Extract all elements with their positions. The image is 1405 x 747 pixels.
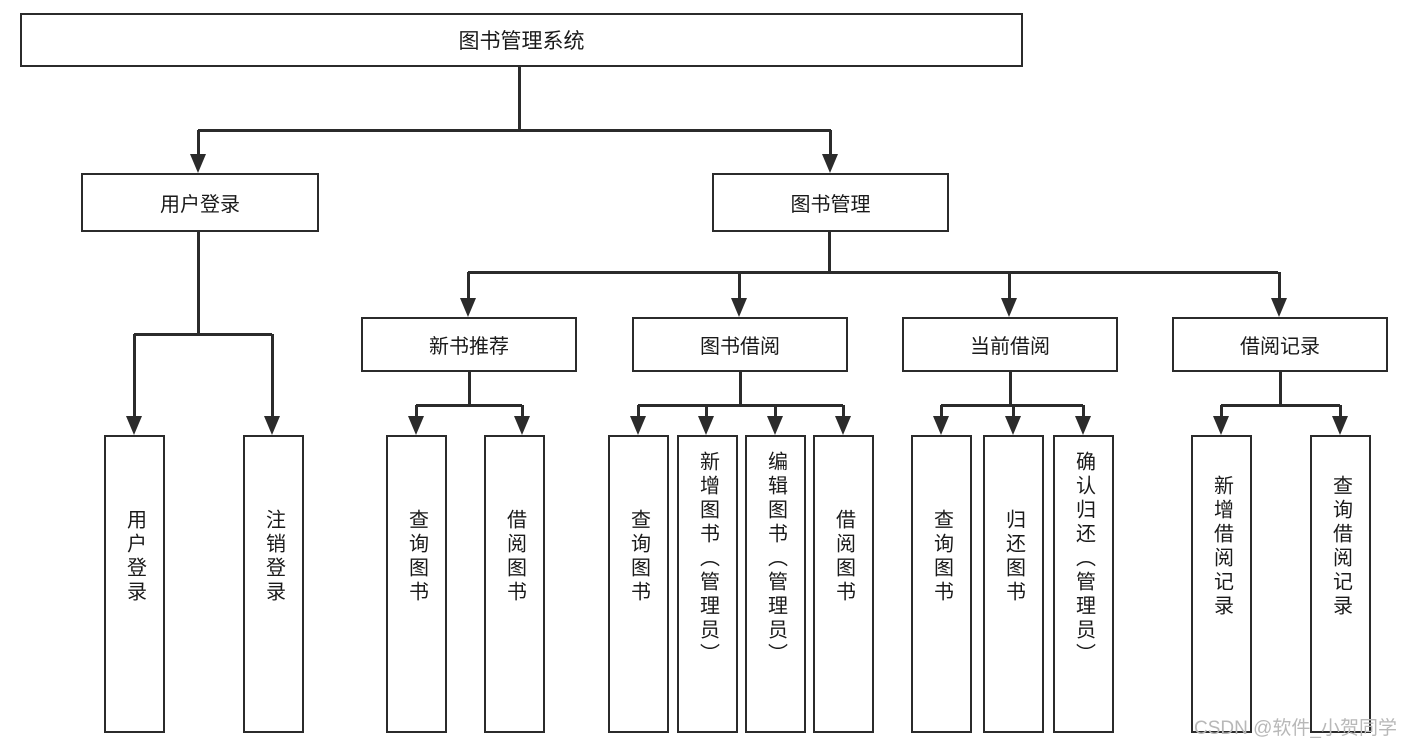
root-node: 图书管理系统 [20,13,1023,67]
leaf-node-2: 查询图书 [386,435,447,733]
root-to-level2-0-arrowhead [190,154,206,173]
level3-0-to-leaf-1-shaft [521,405,524,416]
manage-bus [468,271,1278,274]
level3-node-2: 当前借阅 [902,317,1118,372]
node-label: 注销登录 [262,509,285,605]
level3-bus-0 [416,404,522,407]
level3-2-to-leaf-1-shaft [1012,405,1015,416]
level2-node-0: 用户登录 [81,173,319,232]
level3-1-to-leaf-0-shaft [637,405,640,416]
level3-0-to-leaf-0-arrowhead [408,416,424,435]
manage-to-level3-0-arrowhead [460,298,476,317]
node-label: 编辑图书（管理员） [764,451,787,667]
node-label: 用户登录 [160,194,240,216]
node-label: 新增图书（管理员） [696,451,719,667]
node-label: 新增借阅记录 [1210,475,1233,619]
login-bus [134,333,272,336]
login-stem [197,232,200,334]
level3-stem-3 [1279,372,1282,405]
root-to-level2-0-shaft [197,130,200,154]
manage-to-level3-2-shaft [1008,272,1011,298]
level3-2-to-leaf-1-arrowhead [1005,416,1021,435]
manage-to-level3-2-arrowhead [1001,298,1017,317]
node-label: 图书管理 [790,194,871,216]
level3-stem-0 [468,372,471,405]
level3-1-to-leaf-3-shaft [842,405,845,416]
root-bus [198,129,831,132]
node-label: 查询借阅记录 [1329,475,1352,619]
level3-node-3: 借阅记录 [1172,317,1388,372]
level3-1-to-leaf-2-arrowhead [767,416,783,435]
leaf-node-7: 借阅图书 [813,435,874,733]
level3-node-1: 图书借阅 [632,317,848,372]
root-to-level2-1-arrowhead [822,154,838,173]
leaf-node-12: 查询借阅记录 [1310,435,1371,733]
leaf-node-10: 确认归还（管理员） [1053,435,1114,733]
level3-bus-1 [638,404,843,407]
level3-1-to-leaf-1-arrowhead [698,416,714,435]
manage-to-level3-1-arrowhead [731,298,747,317]
level3-3-to-leaf-0-shaft [1220,405,1223,416]
level3-2-to-leaf-2-shaft [1082,405,1085,416]
watermark: CSDN @软件_小贺同学 [1194,718,1397,739]
leaf-node-1: 注销登录 [243,435,304,733]
leaf-node-0: 用户登录 [104,435,165,733]
level3-2-to-leaf-0-arrowhead [933,416,949,435]
level3-3-to-leaf-1-arrowhead [1332,416,1348,435]
node-label: 图书借阅 [700,336,780,358]
leaf-node-5: 新增图书（管理员） [677,435,738,733]
login-to-leaf-1-arrowhead [264,416,280,435]
login-to-leaf-0-arrowhead [126,416,142,435]
node-label: 借阅图书 [503,509,526,605]
node-label: 借阅记录 [1240,336,1320,358]
node-label: 归还图书 [1002,509,1025,605]
manage-to-level3-3-arrowhead [1271,298,1287,317]
level3-0-to-leaf-1-arrowhead [514,416,530,435]
level3-2-to-leaf-2-arrowhead [1075,416,1091,435]
node-label: 用户登录 [123,509,146,605]
login-to-leaf-0-shaft [133,334,136,416]
leaf-node-6: 编辑图书（管理员） [745,435,806,733]
node-label: 借阅图书 [832,509,855,605]
level3-1-to-leaf-3-arrowhead [835,416,851,435]
level2-node-1: 图书管理 [712,173,949,232]
level3-3-to-leaf-0-arrowhead [1213,416,1229,435]
node-label: 新书推荐 [429,336,509,358]
leaf-node-9: 归还图书 [983,435,1044,733]
manage-to-level3-0-shaft [467,272,470,298]
node-label: 查询图书 [930,509,953,605]
manage-stem [828,232,831,272]
leaf-node-4: 查询图书 [608,435,669,733]
node-label: 查询图书 [405,509,428,605]
level3-0-to-leaf-0-shaft [415,405,418,416]
login-to-leaf-1-shaft [271,334,274,416]
level3-1-to-leaf-0-arrowhead [630,416,646,435]
level3-stem-2 [1009,372,1012,405]
root-stem [518,67,521,130]
leaf-node-11: 新增借阅记录 [1191,435,1252,733]
manage-to-level3-1-shaft [738,272,741,298]
node-label: 查询图书 [627,509,650,605]
node-label: 确认归还（管理员） [1072,451,1095,667]
manage-to-level3-3-shaft [1278,272,1281,298]
level3-3-to-leaf-1-shaft [1339,405,1342,416]
level3-bus-3 [1221,404,1340,407]
level3-1-to-leaf-2-shaft [774,405,777,416]
leaf-node-8: 查询图书 [911,435,972,733]
root-to-level2-1-shaft [829,130,832,154]
leaf-node-3: 借阅图书 [484,435,545,733]
level3-node-0: 新书推荐 [361,317,577,372]
level3-stem-1 [739,372,742,405]
level3-1-to-leaf-1-shaft [705,405,708,416]
level3-2-to-leaf-0-shaft [940,405,943,416]
node-label: 当前借阅 [970,336,1050,358]
node-label: 图书管理系统 [458,30,585,53]
